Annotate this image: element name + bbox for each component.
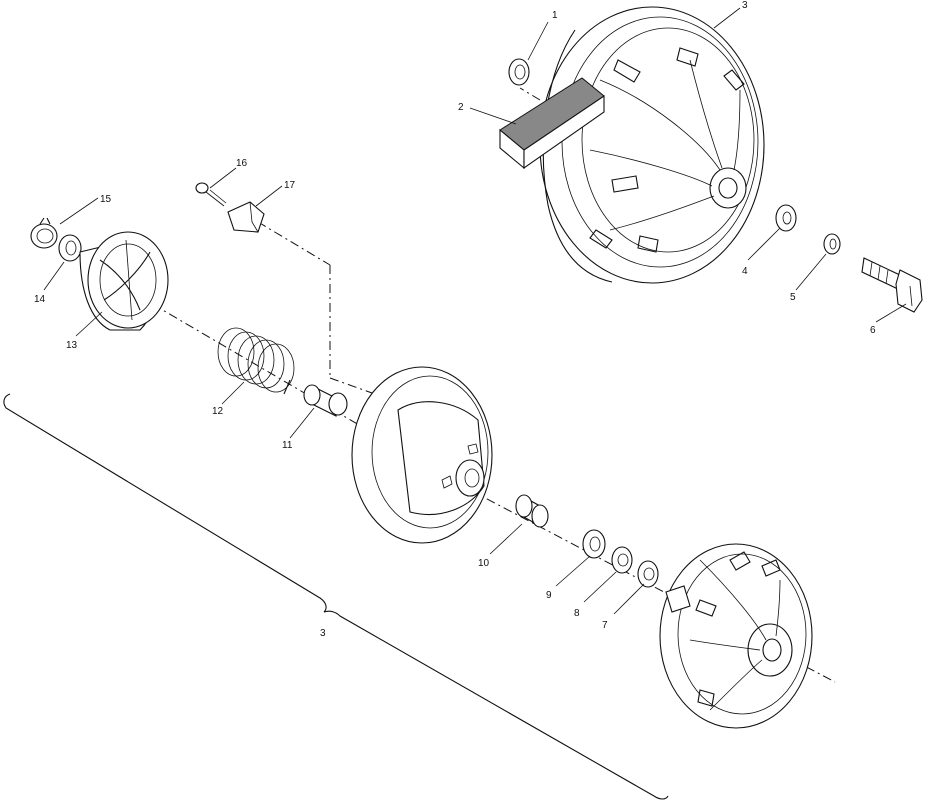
callout-3-top: 3 xyxy=(742,0,748,11)
bolt-part-6 xyxy=(861,257,923,313)
callout-12: 12 xyxy=(212,406,224,417)
washer-part-4 xyxy=(775,204,797,232)
washer-part-14 xyxy=(58,234,82,262)
callout-2: 2 xyxy=(458,102,464,113)
spring-part-12 xyxy=(217,327,295,395)
bushing-part-11 xyxy=(303,384,348,417)
fixed-sheave-with-fins xyxy=(659,543,813,729)
callout-5: 5 xyxy=(790,292,796,303)
callout-9: 9 xyxy=(546,590,552,601)
washer-part-8 xyxy=(611,546,633,574)
callout-6: 6 xyxy=(870,325,876,336)
shoe-block-part xyxy=(499,77,605,170)
washer-part-7 xyxy=(637,560,659,588)
callout-4: 4 xyxy=(742,266,748,277)
callout-16: 16 xyxy=(236,158,248,169)
callout-3-bracket: 3 xyxy=(320,628,326,639)
callout-11: 11 xyxy=(282,440,293,451)
callout-7: 7 xyxy=(602,620,608,631)
roller-block-part-17 xyxy=(227,201,265,233)
stationary-sheave xyxy=(351,366,493,544)
callout-1: 1 xyxy=(552,10,558,21)
callout-13: 13 xyxy=(66,340,78,351)
washer-part-1 xyxy=(508,58,530,86)
callout-labels: 1 2 3 4 5 6 7 8 9 10 11 12 13 14 15 16 1… xyxy=(34,0,876,639)
movable-sheave-assembly xyxy=(539,6,765,284)
callout-10: 10 xyxy=(478,558,490,569)
snap-ring-part-15 xyxy=(30,217,58,249)
screw-part-16 xyxy=(195,182,227,207)
lock-washer-part-5 xyxy=(823,233,841,255)
leader-lines xyxy=(43,7,907,615)
bushing-part-10 xyxy=(515,494,549,528)
callout-17: 17 xyxy=(284,180,296,191)
washer-part-9 xyxy=(582,529,606,559)
callout-8: 8 xyxy=(574,608,580,619)
assembly-bracket xyxy=(3,393,669,800)
callout-15: 15 xyxy=(100,194,112,205)
callout-14: 14 xyxy=(34,294,46,305)
spider-cam-part-13 xyxy=(79,231,169,331)
